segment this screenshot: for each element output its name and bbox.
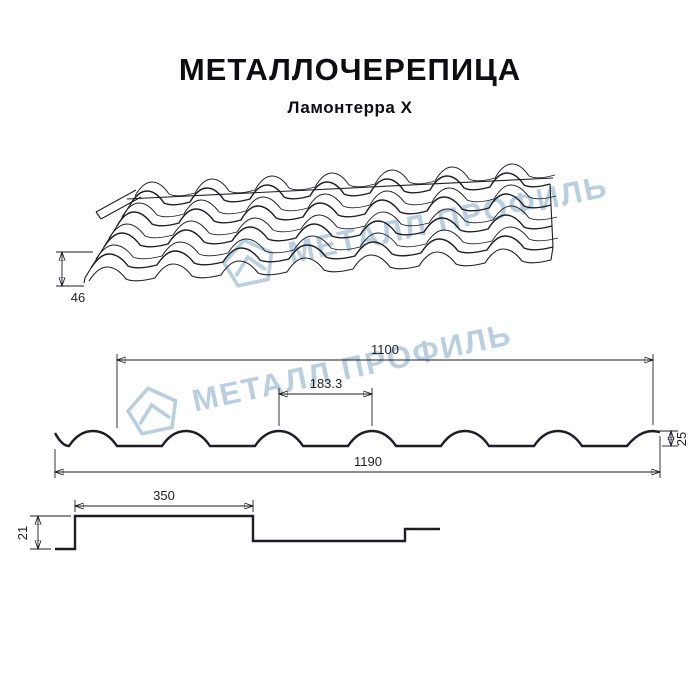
perspective-roof-drawing [83, 163, 559, 284]
profile-section-drawing: 1100 183.3 25 1190 [55, 342, 689, 478]
dimension-25-label: 25 [674, 432, 689, 446]
dimension-21-label: 21 [15, 526, 30, 540]
watermark: МЕТАЛЛ ПРОФИЛЬ [121, 308, 517, 443]
dimension-350-label: 350 [153, 488, 175, 503]
dimension-46-label: 46 [71, 290, 85, 305]
dimension-1190-label: 1190 [354, 454, 382, 469]
page-subtitle: Ламонтерра Х [287, 98, 413, 117]
overlap-step-drawing: 350 21 [15, 488, 440, 549]
metall-profil-logo-icon [221, 238, 274, 288]
page-title: МЕТАЛЛОЧЕРЕПИЦА [178, 52, 522, 87]
metall-profil-logo-icon [125, 386, 178, 436]
dimension-183-label: 183.3 [310, 376, 343, 391]
dimension-1100-label: 1100 [371, 342, 399, 357]
dimension-front-height: 46 [56, 252, 93, 305]
watermark: МЕТАЛЛ ПРОФИЛЬ [217, 160, 613, 295]
